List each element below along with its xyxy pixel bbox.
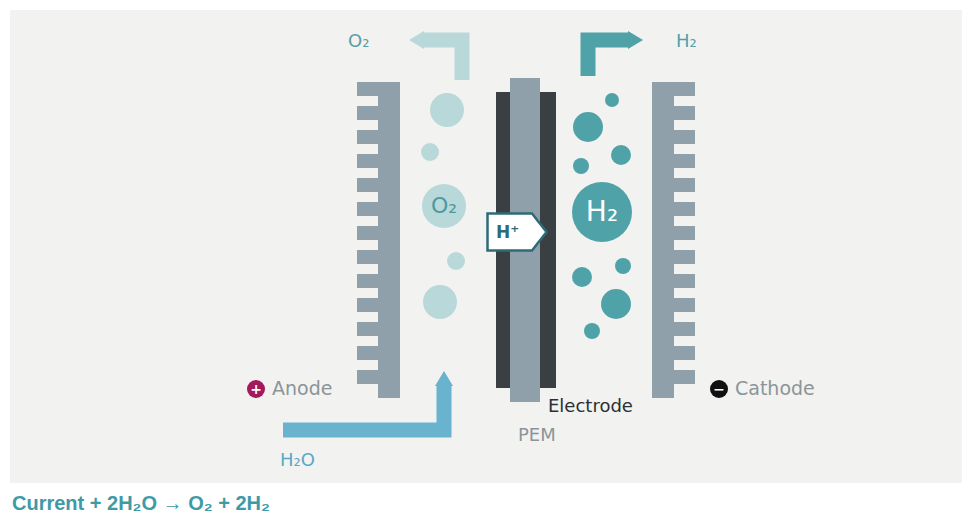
oxygen-bubble [421, 143, 439, 161]
plate-tooth [673, 370, 695, 384]
hydrogen-bubble [584, 323, 600, 339]
cathode-sign: − [710, 380, 728, 398]
plate-tooth [357, 346, 379, 360]
node-text: H⁺ [496, 224, 519, 241]
plate-tooth [673, 346, 695, 360]
hydrogen-bubbles [572, 93, 631, 339]
plate-tooth [357, 370, 379, 384]
panel-background [10, 10, 962, 483]
node-text: H₂ [586, 198, 618, 226]
plate-tooth [357, 274, 379, 288]
oxygen-bubble [447, 252, 465, 270]
water-inlet-arrowhead [435, 371, 453, 386]
plate-spine [378, 82, 400, 398]
hydrogen-bubble-label: H₂ [572, 182, 632, 242]
plate-tooth [673, 106, 695, 120]
plate-tooth [357, 322, 379, 336]
cathode-label: Cathode [735, 379, 815, 398]
hydrogen-bubble [573, 158, 589, 174]
bubble-shape [422, 184, 466, 228]
hydrogen-bubble [611, 145, 631, 165]
bubble-shape [572, 182, 632, 242]
plate-tooth [357, 178, 379, 192]
plate-tooth [357, 250, 379, 264]
plate-tooth [673, 178, 695, 192]
cathode-electrode [540, 92, 556, 388]
plate-tooth [673, 154, 695, 168]
proton-arrow-shape [488, 214, 547, 251]
proton-arrow: H⁺ [486, 212, 548, 252]
plate-tooth [673, 322, 695, 336]
plate-tooth [357, 226, 379, 240]
hydrogen-bubble [615, 258, 631, 274]
plate-tooth [357, 82, 379, 96]
electrode-label: Electrode [548, 397, 633, 415]
anode-sign: + [247, 380, 265, 398]
hydrogen-bubble [601, 289, 631, 319]
anode-plate [357, 82, 400, 398]
cathode-plate [652, 82, 695, 398]
oxygen-bubble-label: O₂ [422, 184, 466, 228]
pem-label: PEM [518, 426, 556, 444]
oxygen-outlet-label: O₂ [348, 32, 369, 50]
plate-tooth [673, 130, 695, 144]
hydrogen-bubble [573, 112, 603, 142]
hydrogen-bubble [605, 93, 619, 107]
oxygen-outlet-arrowhead [409, 31, 424, 49]
oxygen-bubble [423, 285, 457, 319]
hydrogen-bubble [572, 267, 592, 287]
hydrogen-outlet-label: H₂ [676, 32, 697, 50]
plate-tooth [357, 106, 379, 120]
plate-tooth [357, 298, 379, 312]
node-text: O₂ [431, 195, 457, 217]
water-label: H₂O [280, 451, 315, 469]
reaction-caption: Current + 2H₂O → O₂ + 2H₂ [12, 492, 270, 515]
plate-tooth [673, 226, 695, 240]
plate-tooth [673, 202, 695, 216]
plate-tooth [357, 130, 379, 144]
anode-label: Anode [272, 379, 332, 398]
plate-tooth [673, 250, 695, 264]
plate-tooth [673, 274, 695, 288]
plate-spine [652, 82, 674, 398]
plate-tooth [673, 298, 695, 312]
oxygen-outlet-pipe [424, 40, 462, 80]
hydrogen-outlet-pipe [588, 40, 628, 76]
oxygen-bubbles [421, 93, 465, 319]
plate-tooth [357, 154, 379, 168]
oxygen-bubble [430, 93, 464, 127]
plate-tooth [673, 82, 695, 96]
plate-tooth [357, 202, 379, 216]
hydrogen-outlet-arrowhead [628, 31, 643, 49]
